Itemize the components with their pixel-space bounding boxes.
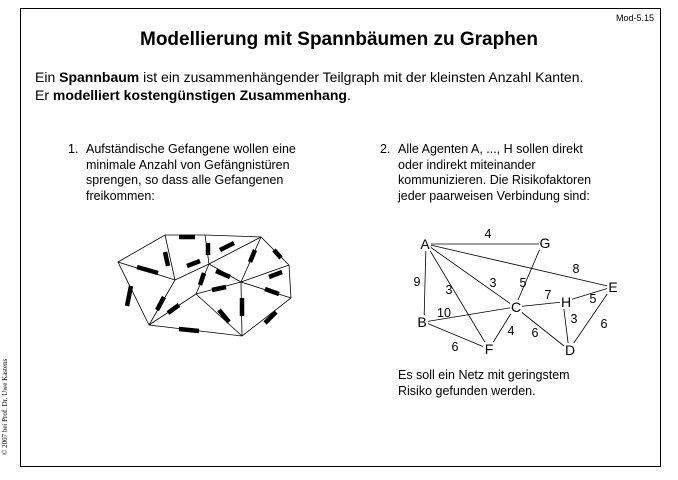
door: [217, 308, 231, 324]
door: [197, 272, 207, 286]
slide-id: Mod-5.15: [615, 13, 654, 23]
edge-weight-h-d: 3: [571, 312, 578, 326]
node-bg-e: [607, 280, 619, 294]
edge-g-c: [514, 243, 543, 308]
node-c: C: [511, 299, 521, 315]
node-a: A: [420, 236, 430, 252]
node-e: E: [608, 279, 617, 295]
door: [218, 240, 236, 253]
item-1-text: Aufständische Gefangene wollen eine mini…: [86, 142, 296, 203]
door: [124, 285, 134, 307]
edge-weight-a-b: 9: [414, 275, 421, 289]
edge-c-d: [514, 306, 570, 351]
item-2-text: Alle Agenten A, ..., H sollen direkt ode…: [398, 142, 592, 203]
term-modelliert: modelliert kostengünstigen Zusammenhang: [52, 87, 347, 103]
copyright-note: © 2007 bei Prof. Dr. Uwe Kastens: [1, 358, 9, 455]
node-d: D: [565, 342, 575, 358]
edge-weight-b-c: 10: [437, 306, 451, 320]
node-b: B: [417, 314, 426, 330]
intro-text: Ein Spannbaum ist ein zusammenhängender …: [35, 68, 583, 104]
edge-a-b: [423, 243, 427, 323]
edge-weight-g-c: 5: [520, 276, 527, 290]
node-f: F: [485, 341, 494, 357]
edge-weight-c-d: 6: [532, 326, 539, 340]
edge-weight-b-f: 6: [452, 340, 459, 354]
door: [247, 249, 258, 263]
node-g: G: [540, 235, 551, 251]
prison-doors: [124, 234, 283, 334]
door: [263, 310, 278, 325]
edge-weight-a-c: 3: [490, 276, 497, 290]
edge-a-e: [425, 243, 613, 288]
slide-frame: [20, 8, 661, 467]
door: [162, 251, 171, 267]
edge-b-c: [423, 306, 516, 323]
door: [272, 248, 283, 260]
node-bg-b: [416, 315, 428, 329]
door: [155, 295, 166, 312]
edge-weight-e-d: 6: [601, 317, 608, 331]
term-spannbaum: Spannbaum: [59, 69, 140, 85]
edge-weight-a-g: 4: [485, 227, 492, 241]
door: [136, 264, 159, 276]
node-bg-f: [483, 342, 495, 356]
item-2-number: 2.: [380, 142, 391, 156]
edge-h-d: [562, 301, 570, 351]
edge-weight-c-h: 7: [545, 288, 552, 302]
conclusion-text: Es soll ein Netz mit geringstem Risiko g…: [398, 368, 570, 398]
node-h: H: [561, 294, 571, 310]
item-1-number: 1.: [68, 142, 79, 156]
edge-c-h: [514, 301, 564, 308]
edge-e-d: [568, 286, 613, 351]
slide-title: Modellierung mit Spannbäumen zu Graphen: [140, 29, 538, 50]
door: [211, 284, 227, 293]
edge-weight-a-f: 3: [446, 283, 453, 297]
edge-a-c: [425, 243, 516, 308]
edge-weight-h-e: 5: [590, 292, 597, 306]
intro-line-2: Er modelliert kostengünstigen Zusammenha…: [35, 87, 351, 103]
node-bg-g: [539, 236, 551, 250]
edge-weight-c-f: 4: [508, 324, 515, 338]
door: [215, 268, 231, 280]
door: [186, 258, 201, 269]
intro-line-1: Ein Spannbaum ist ein zusammenhängender …: [35, 69, 584, 85]
node-bg-h: [560, 295, 572, 309]
edge-weight-a-e: 8: [573, 262, 580, 276]
door: [268, 269, 283, 280]
door: [264, 286, 280, 297]
node-bg-c: [510, 300, 522, 314]
node-bg-a: [419, 237, 431, 251]
edge-a-f: [425, 243, 490, 350]
node-bg-d: [564, 343, 576, 357]
door: [166, 303, 181, 315]
door: [178, 326, 200, 334]
edge-b-f: [423, 321, 490, 350]
